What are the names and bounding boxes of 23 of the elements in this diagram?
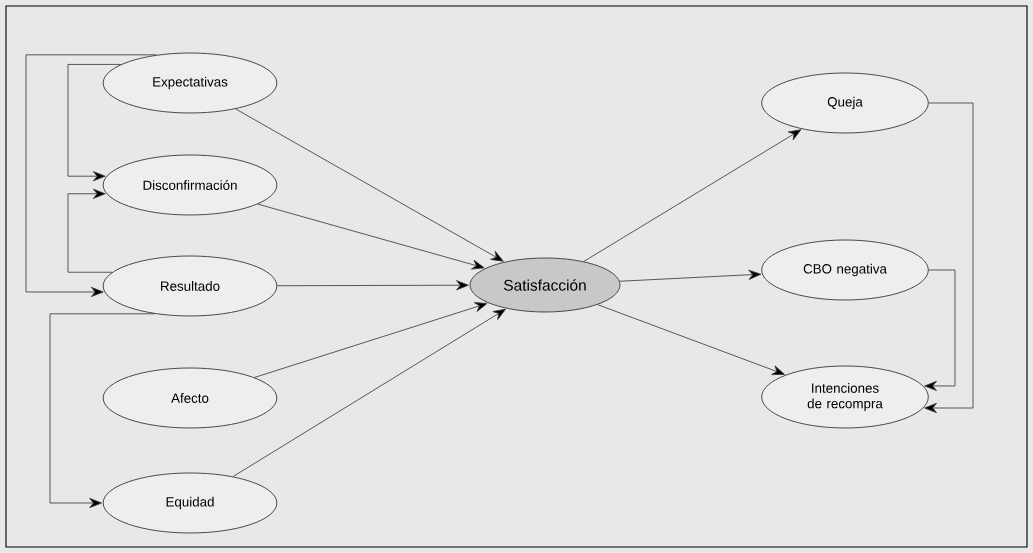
arrow xyxy=(25,54,157,298)
arrow xyxy=(67,64,122,182)
arrow xyxy=(257,203,485,270)
arrow xyxy=(49,313,155,509)
arrow xyxy=(67,188,113,273)
arrow xyxy=(276,280,469,291)
ellipse-node: Expectativas xyxy=(102,52,278,114)
ellipse-node: Resultado xyxy=(102,255,278,317)
arrow xyxy=(924,102,974,414)
arrow xyxy=(232,308,506,477)
ellipse-node: Disconfirmación xyxy=(102,154,278,216)
arrow xyxy=(254,302,488,378)
ellipse-node: CBO negativa xyxy=(761,239,929,301)
ellipse-node: Intenciones de recompra xyxy=(761,365,929,429)
ellipse-node: Equidad xyxy=(102,472,278,534)
arrow xyxy=(619,269,762,282)
arrow xyxy=(235,108,504,262)
arrow xyxy=(597,304,785,375)
arrow xyxy=(583,129,802,262)
ellipse-node: Queja xyxy=(761,72,929,134)
ellipse-node: Satisfacción xyxy=(469,257,621,313)
arrow xyxy=(924,269,956,392)
ellipse-node: Afecto xyxy=(102,367,278,429)
